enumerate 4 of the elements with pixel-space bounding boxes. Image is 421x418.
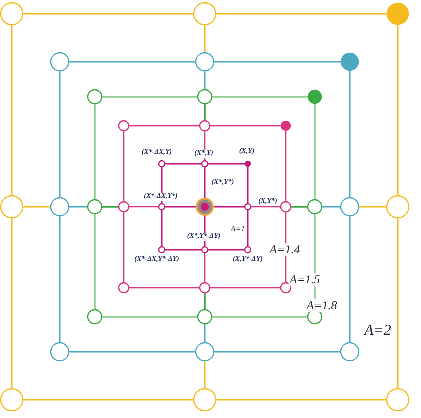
step-size-label: A=1.4 xyxy=(268,243,302,257)
step-size-label: A=1.5 xyxy=(288,273,322,287)
step-size-label: A=1.8 xyxy=(306,299,338,313)
step-size-label: A=1 xyxy=(230,226,246,234)
